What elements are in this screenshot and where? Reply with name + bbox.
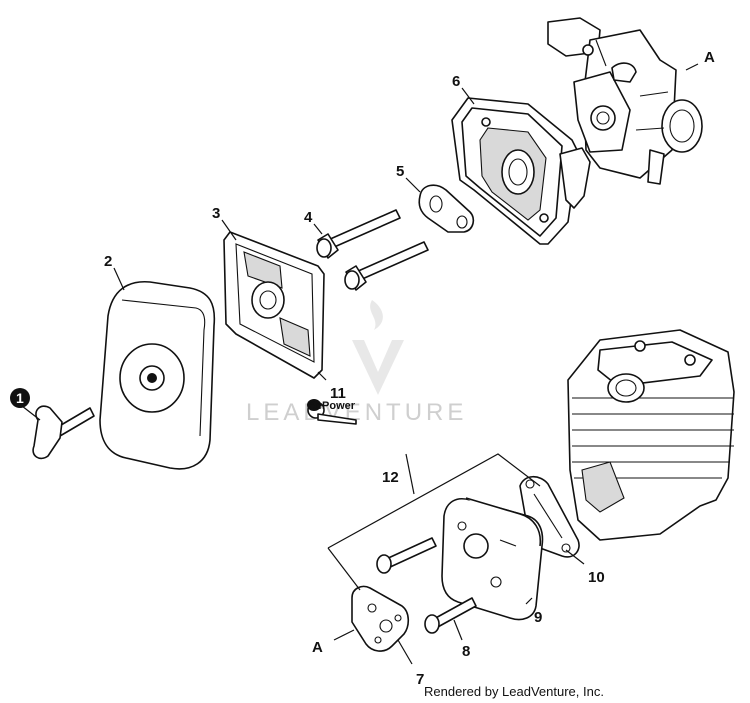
callout-1-badge — [10, 388, 30, 408]
callout-7: 7 — [416, 671, 424, 688]
callout-8: 8 — [462, 643, 470, 660]
part-4-bolts — [316, 209, 429, 291]
callout-9: 9 — [534, 609, 542, 626]
footer-credit: Rendered by LeadVenture, Inc. — [424, 684, 604, 699]
callout-3: 3 — [212, 205, 220, 222]
callout-5: 5 — [396, 163, 404, 180]
cylinder — [567, 329, 735, 541]
callout-1: 1 — [16, 390, 24, 406]
part-6-air-cleaner-base — [451, 97, 591, 245]
part-1-wing-bolt — [32, 405, 95, 460]
callout-10: 10 — [588, 569, 605, 586]
callout-ref-a-bottom: A — [312, 639, 323, 656]
part-3-filter-element — [223, 231, 325, 379]
callout-6: 6 — [452, 73, 460, 90]
callout-2: 2 — [104, 253, 112, 270]
part-2-air-cleaner-cover — [99, 280, 216, 470]
callout-12: 12 — [382, 469, 399, 486]
leader-lines — [21, 63, 699, 665]
callout-11: 11 — [330, 385, 346, 402]
watermark-logo — [352, 300, 404, 395]
part-7-gasket-plate — [351, 585, 410, 652]
part-9-insulator — [441, 497, 544, 621]
callout-ref-a-top: A — [704, 49, 715, 66]
carburetor — [547, 17, 703, 185]
part-5-plate — [418, 184, 475, 233]
repower-badge: RePower — [307, 399, 356, 412]
repower-text: RePower — [308, 400, 356, 412]
part-8-bolts — [376, 537, 477, 634]
callout-4: 4 — [304, 209, 313, 226]
